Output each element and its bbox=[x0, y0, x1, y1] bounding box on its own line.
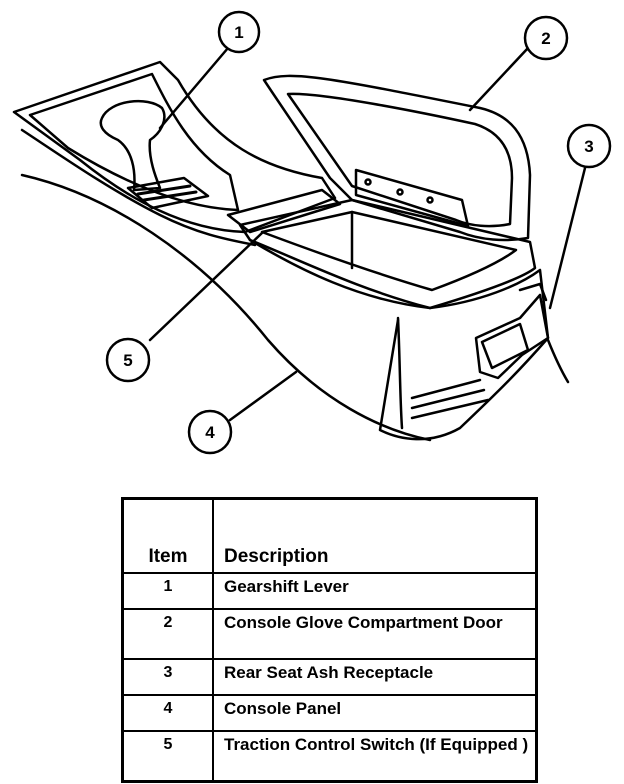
tray-edge bbox=[20, 128, 257, 247]
callout-1-circle bbox=[217, 10, 261, 54]
callout-5-circle bbox=[105, 337, 151, 383]
console-body bbox=[248, 238, 550, 441]
callout-1-label: 1 bbox=[234, 23, 243, 42]
callout-3-circle bbox=[566, 123, 612, 169]
glove-door-outer bbox=[262, 74, 532, 242]
description-column-header: Description bbox=[212, 497, 538, 574]
callout-4-circle bbox=[187, 409, 233, 455]
gearshift-lever-shape bbox=[99, 100, 166, 192]
legend-row: 2 Console Glove Compartment Door bbox=[121, 608, 538, 660]
legend-item-description: Console Panel bbox=[212, 694, 538, 732]
legend-item-description: Rear Seat Ash Receptacle bbox=[212, 658, 538, 696]
item-column-header: Item bbox=[121, 497, 214, 574]
armrest-front bbox=[226, 188, 342, 234]
front-tray-inner bbox=[28, 72, 240, 212]
legend-item-number: 4 bbox=[121, 694, 214, 732]
callout-5-label: 5 bbox=[123, 351, 132, 370]
leader-5 bbox=[148, 231, 264, 342]
legend-item-description: Console Glove Compartment Door bbox=[212, 608, 538, 660]
callout-4-label: 4 bbox=[205, 423, 215, 442]
legend-item-number: 5 bbox=[121, 730, 214, 783]
compartment-inner bbox=[260, 210, 518, 292]
ash-receptacle bbox=[474, 293, 550, 380]
callout-3-label: 3 bbox=[584, 137, 593, 156]
floor-contour-right bbox=[546, 338, 570, 384]
leader-2 bbox=[468, 46, 530, 112]
legend-header-row: Item Description bbox=[121, 497, 538, 574]
legend-row: 5 Traction Control Switch (If Equipped ) bbox=[121, 730, 538, 783]
console-vents bbox=[410, 378, 490, 420]
leader-3 bbox=[548, 162, 588, 310]
legend-item-description: Traction Control Switch (If Equipped ) bbox=[212, 730, 538, 783]
floor-contour bbox=[20, 173, 432, 442]
leader-1 bbox=[158, 46, 230, 130]
front-tray bbox=[12, 60, 337, 234]
hinge-plate bbox=[354, 168, 470, 228]
legend-item-number: 3 bbox=[121, 658, 214, 696]
compartment-rim bbox=[238, 198, 537, 310]
legend-row: 1 Gearshift Lever bbox=[121, 572, 538, 610]
console-illustration: 1 2 3 4 5 bbox=[12, 10, 612, 455]
callout-2-circle bbox=[523, 15, 569, 61]
legend-item-number: 2 bbox=[121, 608, 214, 660]
legend-item-number: 1 bbox=[121, 572, 214, 610]
legend-row: 4 Console Panel bbox=[121, 694, 538, 732]
legend-row: 3 Rear Seat Ash Receptacle bbox=[121, 658, 538, 696]
glove-door-inner bbox=[286, 92, 514, 228]
callout-2-label: 2 bbox=[541, 29, 550, 48]
leader-4 bbox=[228, 370, 298, 422]
legend-table: Item Description 1 Gearshift Lever 2 Con… bbox=[121, 497, 538, 783]
legend-item-description: Gearshift Lever bbox=[212, 572, 538, 610]
